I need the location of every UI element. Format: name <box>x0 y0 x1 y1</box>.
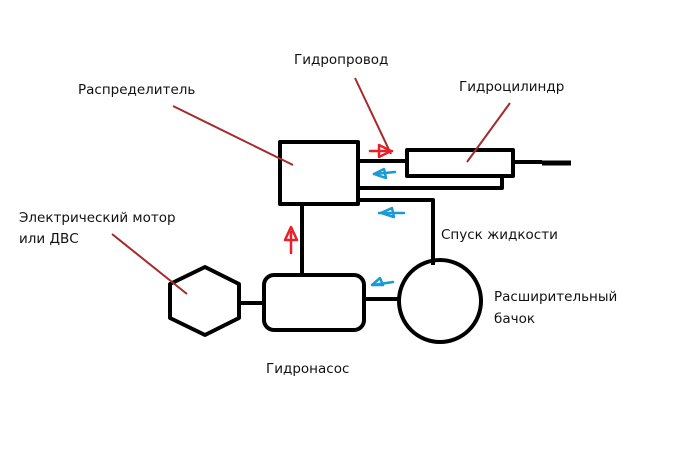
distributor-block <box>278 140 360 206</box>
hydro-cylinder-body <box>405 148 515 178</box>
expansion-tank <box>397 258 483 344</box>
label-motor-line1: Электрический мотор <box>19 210 176 226</box>
leader-motor <box>111 233 188 295</box>
leader-hydro-cylinder <box>466 102 511 163</box>
label-pump: Гидронасос <box>266 361 350 377</box>
leader-distributor <box>172 105 294 166</box>
label-hydro-line: Гидропровод <box>294 52 389 68</box>
arrow-tank-to-pump <box>370 276 395 287</box>
label-motor-line2: или ДВС <box>19 231 79 247</box>
leader-hydro-line <box>354 77 392 155</box>
arrow-pump-to-distributor <box>283 225 299 255</box>
arrow-distributor-to-cylinder <box>368 143 394 159</box>
label-fluid-drain: Спуск жидкости <box>441 227 558 243</box>
return-line-from-cylinder <box>356 174 504 190</box>
drain-line-to-tank <box>356 198 435 265</box>
label-hydro-cylinder: Гидроцилиндр <box>459 79 565 95</box>
arrow-drain-return <box>377 206 406 219</box>
hydro-pump <box>262 273 366 332</box>
motor-hexagon <box>168 265 241 337</box>
label-tank-line1: Расширительный <box>494 289 618 305</box>
label-distributor: Распределитель <box>78 82 196 98</box>
label-tank-line2: бачок <box>494 311 535 327</box>
arrow-cylinder-return <box>372 167 397 180</box>
